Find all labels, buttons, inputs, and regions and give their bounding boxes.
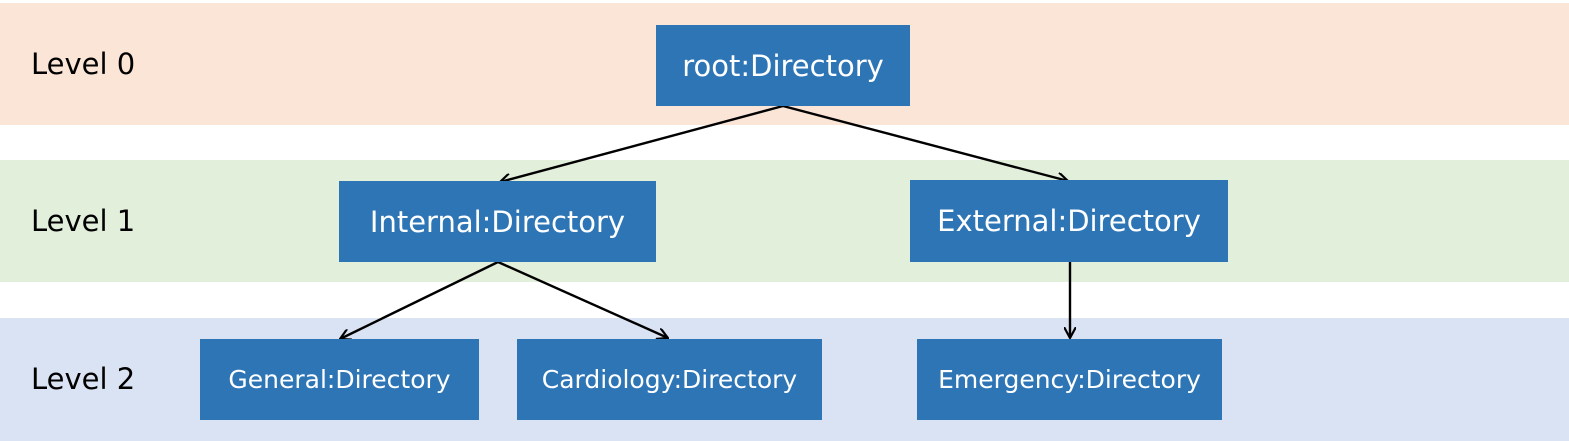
node-internal-label: Internal:Directory (369, 204, 626, 239)
level-1-label: Level 1 (31, 204, 136, 238)
edge-internal-general (340, 260, 499, 339)
level-0-label: Level 0 (31, 47, 136, 81)
node-root-label: root:Directory (682, 48, 884, 83)
edge-internal-cardiology (497, 260, 668, 338)
node-emergency: Emergency:Directory (917, 339, 1222, 420)
edge-root-external (782, 104, 1068, 181)
level-2-label: Level 2 (31, 362, 136, 396)
edge-root-internal (500, 104, 784, 182)
node-external-label: External:Directory (937, 204, 1201, 238)
node-general-label: General:Directory (228, 365, 451, 394)
node-general: General:Directory (200, 339, 479, 420)
node-external: External:Directory (910, 180, 1228, 262)
node-internal: Internal:Directory (339, 181, 656, 262)
level-1-band (0, 160, 1569, 282)
node-cardiology: Cardiology:Directory (517, 339, 822, 420)
node-cardiology-label: Cardiology:Directory (541, 365, 798, 394)
node-emergency-label: Emergency:Directory (938, 365, 1201, 394)
node-root: root:Directory (656, 25, 910, 106)
